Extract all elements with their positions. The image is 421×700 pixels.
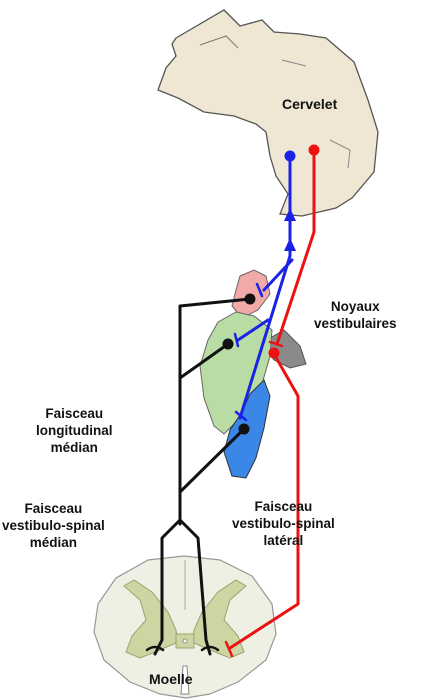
label-fvsl-line-2: vestibulo-spinal (232, 515, 335, 532)
blue-neuron-cerebellum (285, 151, 296, 162)
label-faisceau-longitudinal-median: Faisceau longitudinal médian (36, 405, 113, 456)
red-neuron-lateral-nucleus (269, 348, 280, 359)
cerebellum-shape (158, 10, 378, 216)
label-flm-line-1: Faisceau (36, 405, 113, 422)
cerebellum (158, 10, 378, 216)
label-fvsm-line-3: médian (2, 534, 105, 551)
label-fvsl-line-3: latéral (232, 532, 335, 549)
label-faisceau-vestibulo-spinal-lateral: Faisceau vestibulo-spinal latéral (232, 498, 335, 549)
label-noyaux-line-1: Noyaux (314, 298, 397, 315)
central-canal (183, 639, 187, 643)
label-moelle: Moelle (149, 671, 193, 688)
label-faisceau-vestibulo-spinal-median: Faisceau vestibulo-spinal médian (2, 500, 105, 551)
label-cervelet: Cervelet (282, 96, 337, 113)
label-fvsm-line-2: vestibulo-spinal (2, 517, 105, 534)
label-flm-line-3: médian (36, 439, 113, 456)
black-neuron-green (223, 339, 234, 350)
red-neuron-cerebellum (309, 145, 320, 156)
label-fvsm-line-1: Faisceau (2, 500, 105, 517)
label-noyaux-line-2: vestibulaires (314, 315, 397, 332)
label-fvsl-line-1: Faisceau (232, 498, 335, 515)
blue-arrow-lower (284, 238, 296, 251)
black-neuron-blue (239, 424, 250, 435)
label-noyaux-vestibulaires: Noyaux vestibulaires (314, 298, 397, 332)
blue-branch-pink (264, 260, 292, 290)
label-flm-line-2: longitudinal (36, 422, 113, 439)
black-neuron-pink (245, 294, 256, 305)
